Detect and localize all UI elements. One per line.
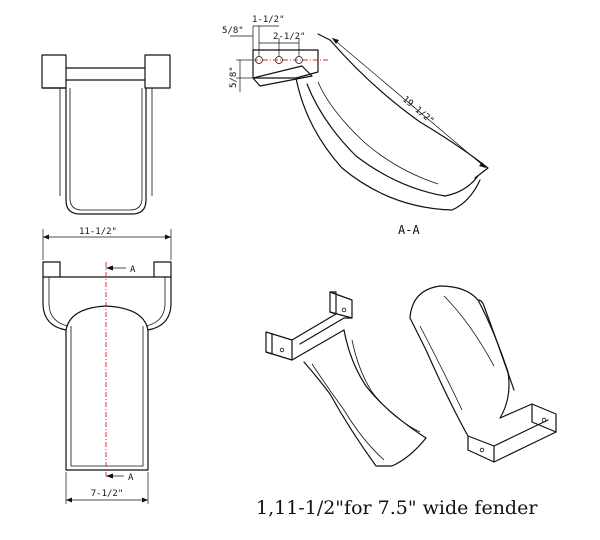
hole-spacing-1-dim: 1-1/2" [252,15,285,25]
section-label: A-A [398,223,420,237]
hole-spacing-2-dim: 2-1/2" [273,32,306,42]
hole-offset-dim: 5/8" [222,26,244,36]
section-view: 5/8" 1-1/2" 2-1/2" 5/8" 19-1/2" A-A [222,15,489,237]
caption: 1,11-1/2"for 7.5" wide fender [256,497,538,519]
section-marker-bottom: A [128,473,134,483]
fender-top-view [41,54,171,215]
section-marker-top: A [130,265,136,275]
isometric-view-right [409,285,557,463]
hole-height-dim: 5/8" [229,66,239,88]
isometric-view-left [265,291,427,467]
bottom-width-dim: 7-1/2" [91,489,124,499]
fender-front-view: 11-1/2" A A 7-1/2" [42,227,172,504]
top-width-dim: 11-1/2" [79,227,117,237]
